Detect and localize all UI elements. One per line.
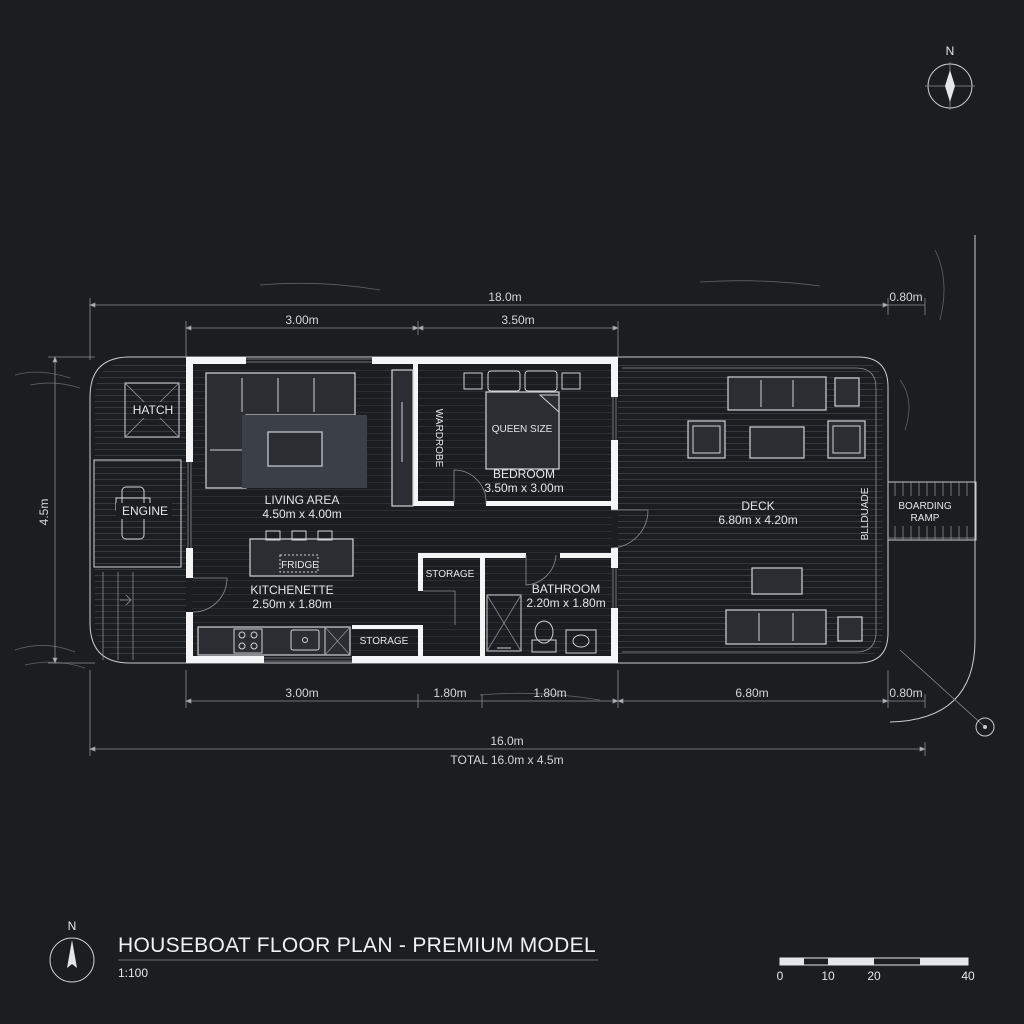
dimension-lines-bottom bbox=[88, 670, 927, 756]
north-arrow-small-icon: N bbox=[49, 919, 95, 983]
bathroom-fixtures bbox=[486, 594, 597, 654]
bathroom-name: BATHROOM bbox=[532, 582, 600, 596]
engine-label: ENGINE bbox=[122, 504, 168, 518]
hull-outline bbox=[89, 356, 889, 664]
north-arrow-icon: N bbox=[925, 44, 975, 110]
dim-living-top: 3.00m bbox=[285, 313, 318, 327]
kitchen-counter bbox=[197, 626, 351, 656]
mooring-line bbox=[889, 235, 995, 737]
hatch: HATCH bbox=[124, 382, 180, 438]
storage-upper-label: STORAGE bbox=[426, 569, 475, 580]
wardrobe-label: WARDROBE bbox=[433, 409, 444, 468]
bedroom-name: BEDROOM bbox=[493, 467, 555, 481]
scale-tick-20: 20 bbox=[867, 969, 881, 983]
door-swings bbox=[192, 469, 649, 625]
deck-furniture bbox=[687, 376, 866, 645]
scale-tick-10: 10 bbox=[821, 969, 835, 983]
hatch-label: HATCH bbox=[133, 403, 173, 417]
dim-bottom-4: 6.80m bbox=[735, 686, 768, 700]
queen-bed: QUEEN SIZE bbox=[463, 370, 581, 470]
dim-overall-bottom: 16.0m bbox=[490, 734, 523, 748]
kitchenette-name: KITCHENETTE bbox=[250, 583, 333, 597]
ramp-label-line2: RAMP bbox=[911, 513, 940, 524]
deck-name: DECK bbox=[741, 499, 774, 513]
windows bbox=[187, 358, 617, 662]
bow-steps bbox=[102, 572, 134, 660]
dim-bottom-5: 0.80m bbox=[889, 686, 922, 700]
north-label-top: N bbox=[946, 44, 955, 58]
dim-total: TOTAL 16.0m x 4.5m bbox=[450, 753, 563, 767]
scale-bar: 0 10 20 40 bbox=[777, 957, 975, 983]
dimension-lines-top bbox=[88, 298, 926, 360]
ramp-label-line1: BOARDING bbox=[898, 501, 952, 512]
dim-bedroom-top: 3.50m bbox=[501, 313, 534, 327]
engine: ENGINE bbox=[93, 459, 182, 568]
deck-side-label: BLLDUADE bbox=[860, 487, 871, 540]
wardrobe: WARDROBE bbox=[391, 369, 444, 507]
deck-railing bbox=[622, 367, 877, 653]
storage-kitchen-label: STORAGE bbox=[360, 636, 409, 647]
water-ripples bbox=[14, 249, 945, 701]
scale-tick-0: 0 bbox=[777, 969, 784, 983]
queen-size-label: QUEEN SIZE bbox=[492, 424, 553, 435]
dim-bottom-2: 1.80m bbox=[433, 686, 466, 700]
dim-ramp-top: 0.80m bbox=[889, 290, 922, 304]
walls bbox=[186, 357, 618, 663]
living-sofa bbox=[205, 372, 367, 489]
dim-bottom-1: 3.00m bbox=[285, 686, 318, 700]
bedroom-size: 3.50m x 3.00m bbox=[484, 481, 563, 495]
dim-overall-top: 18.0m bbox=[488, 290, 521, 304]
dim-height: 4.5m bbox=[37, 499, 51, 526]
drawing-scale: 1:100 bbox=[118, 966, 148, 980]
north-label-bottom: N bbox=[68, 919, 77, 933]
boarding-ramp: BOARDING RAMP bbox=[887, 481, 977, 541]
drawing-title: HOUSEBOAT FLOOR PLAN - PREMIUM MODEL bbox=[118, 934, 596, 957]
kitchenette-size: 2.50m x 1.80m bbox=[252, 597, 331, 611]
scale-tick-40: 40 bbox=[961, 969, 975, 983]
deck-size: 6.80m x 4.20m bbox=[718, 513, 797, 527]
living-area-name: LIVING AREA bbox=[265, 493, 340, 507]
fridge-label: FRIDGE bbox=[281, 560, 319, 571]
bathroom-size: 2.20m x 1.80m bbox=[526, 596, 605, 610]
dim-bottom-3: 1.80m bbox=[533, 686, 566, 700]
dimension-line-left bbox=[48, 355, 95, 665]
deck-area bbox=[618, 362, 883, 658]
living-area-size: 4.50m x 4.00m bbox=[262, 507, 341, 521]
kitchen-island: FRIDGE bbox=[249, 530, 354, 577]
